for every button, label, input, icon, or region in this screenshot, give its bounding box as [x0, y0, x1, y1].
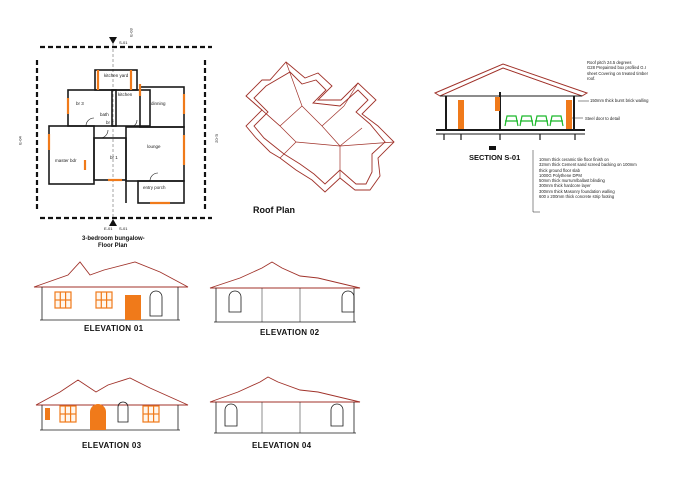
floor-plan-title-2: Floor Plan — [98, 243, 128, 249]
floor-notes: 10mm thick ceramic tile floor finish on … — [539, 157, 637, 200]
section-window — [495, 97, 500, 111]
opening-markers — [47, 70, 186, 205]
walls — [48, 69, 185, 204]
elevation-03-title: ELEVATION 03 — [82, 441, 142, 450]
room-entry-porch: entry porch — [143, 185, 166, 190]
roof-plan — [245, 61, 395, 193]
elev01-door — [125, 295, 141, 320]
dimension-lines — [35, 45, 212, 220]
room-br2: br 2 — [106, 120, 114, 125]
axis-left-label: E-04 — [17, 136, 23, 145]
floor-plan-title-1: 3-bedroom bungalow- — [82, 236, 145, 242]
section-marker-top — [109, 37, 117, 44]
elev03-door — [90, 404, 106, 430]
room-kitchen: kitchen — [118, 92, 133, 97]
door-note: Steel door to detail — [585, 116, 620, 121]
axis-bottom-label: E-01 — [104, 226, 113, 231]
floor-plan — [35, 37, 212, 226]
elevation-01-title: ELEVATION 01 — [84, 324, 144, 333]
section-title: SECTION S-01 — [469, 153, 521, 162]
section-drawing — [433, 63, 589, 213]
room-master-bdr: master bdr — [55, 158, 77, 163]
section-marker-top-label: S-01 — [119, 40, 128, 45]
room-kitchen-yard: kitchen yard — [104, 73, 129, 78]
section-marker-bottom — [109, 219, 117, 226]
room-bath: bath — [100, 112, 109, 117]
roof-note: Roof pitch 24.5 degrees G28 Prepainted b… — [587, 60, 648, 81]
room-dinning: dinning — [151, 101, 166, 106]
elevation-01 — [33, 261, 189, 321]
section-furniture — [504, 115, 564, 127]
axis-top-label: E-03 — [128, 28, 134, 37]
room-br1: br 1 — [110, 155, 118, 160]
elevation-04 — [209, 376, 361, 434]
section-door — [458, 100, 464, 130]
roof-plan-title: Roof Plan — [253, 205, 295, 215]
door-swings — [85, 117, 159, 182]
elevation-03 — [35, 377, 189, 431]
wall-note: 150mm thick burnt brick walling — [590, 98, 649, 103]
elevation-02 — [209, 261, 361, 323]
elevation-04-title: ELEVATION 04 — [252, 441, 312, 450]
room-br3: br 3 — [76, 101, 84, 106]
axis-right-label: E-02 — [214, 134, 220, 143]
elevation-02-title: ELEVATION 02 — [260, 328, 320, 337]
section-marker-bottom-label: S-01 — [119, 226, 128, 231]
section-marker — [489, 146, 496, 150]
room-lounge: lounge — [147, 144, 161, 149]
